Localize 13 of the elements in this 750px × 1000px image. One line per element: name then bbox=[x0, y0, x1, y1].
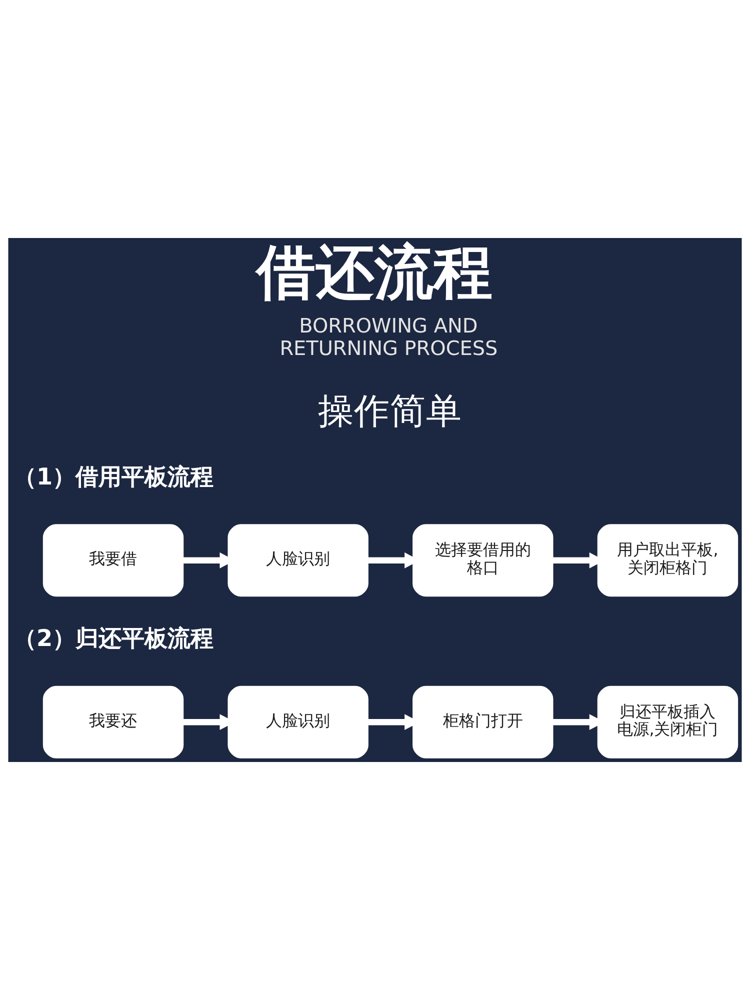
label: （1）借用平板流程 bbox=[14, 464, 214, 490]
node-box: 归还平板插入电源,关闭柜门 bbox=[597, 686, 738, 758]
label: （2）归还平板流程 bbox=[14, 626, 214, 652]
node-box: 用户取出平板,关闭柜格门 bbox=[597, 524, 738, 597]
node-box: 选择要借用的格口 bbox=[412, 524, 554, 597]
node-box: 人脸识别 bbox=[228, 686, 368, 758]
node-box: 我要还 bbox=[42, 686, 184, 758]
node-box: 柜格门打开 bbox=[412, 686, 554, 758]
label: 操作简单 bbox=[318, 391, 462, 432]
label: BORROWING AND RETURNING PROCESS bbox=[280, 314, 498, 360]
node-box: 我要借 bbox=[42, 524, 184, 597]
node-box: 人脸识别 bbox=[228, 524, 368, 597]
diagram-title: 借还流程 bbox=[256, 237, 492, 306]
